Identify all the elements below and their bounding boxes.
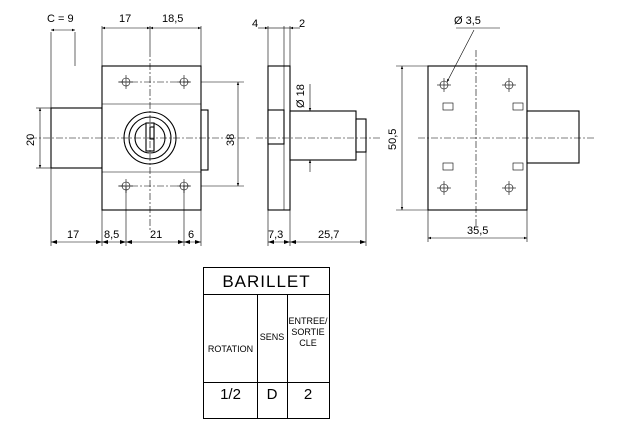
side-barrel (289, 110, 357, 161)
dim-21: 21 (150, 229, 162, 241)
table-header-rotation: ROTATION (207, 344, 254, 354)
dim-35-5: 35,5 (467, 225, 488, 237)
slot-icon (442, 102, 524, 171)
dim-8-5: 8,5 (104, 229, 119, 241)
table-header-entree-sortie-cle: ENTREE/ SORTIE CLE (288, 316, 328, 348)
dim-4: 4 (252, 18, 258, 30)
dim-7-3: 7,3 (268, 229, 283, 241)
barillet-table: BARILLET ROTATION SENS ENTREE/ SORTIE CL… (203, 267, 330, 419)
dim-18-5: 18,5 (162, 13, 183, 25)
table-divider (204, 382, 329, 383)
bolt (200, 109, 209, 171)
dim-38: 38 (225, 134, 237, 146)
table-divider (257, 294, 258, 418)
dim-diameter-3-5: Ø 3,5 (454, 15, 481, 27)
table-divider (287, 294, 288, 418)
dim-c9: C = 9 (47, 13, 74, 25)
dimension-labels: C = 9 17 18,5 4 2 Ø 3,5 Ø 18 20 38 50,5 … (25, 13, 488, 241)
back-barrel (526, 110, 580, 164)
dim-2: 2 (299, 18, 305, 30)
dim-6: 6 (188, 229, 194, 241)
dim-20: 20 (25, 134, 37, 146)
dim-25-7: 25,7 (318, 229, 339, 241)
screw-hole-icon (437, 78, 516, 195)
dim-diameter-18: Ø 18 (295, 84, 307, 108)
back-view (396, 27, 596, 242)
table-header-sens: SENS (259, 332, 285, 342)
front-view (30, 26, 250, 246)
table-value-entree-sortie-cle: 2 (303, 386, 313, 403)
table-value-rotation: 1/2 (220, 386, 241, 403)
dim-17-top: 17 (119, 13, 131, 25)
table-value-sens: D (266, 386, 278, 403)
dim-17-bottom: 17 (67, 229, 79, 241)
table-title: BARILLET (204, 268, 329, 295)
dim-50-5: 50,5 (387, 129, 399, 150)
side-view (256, 26, 380, 246)
